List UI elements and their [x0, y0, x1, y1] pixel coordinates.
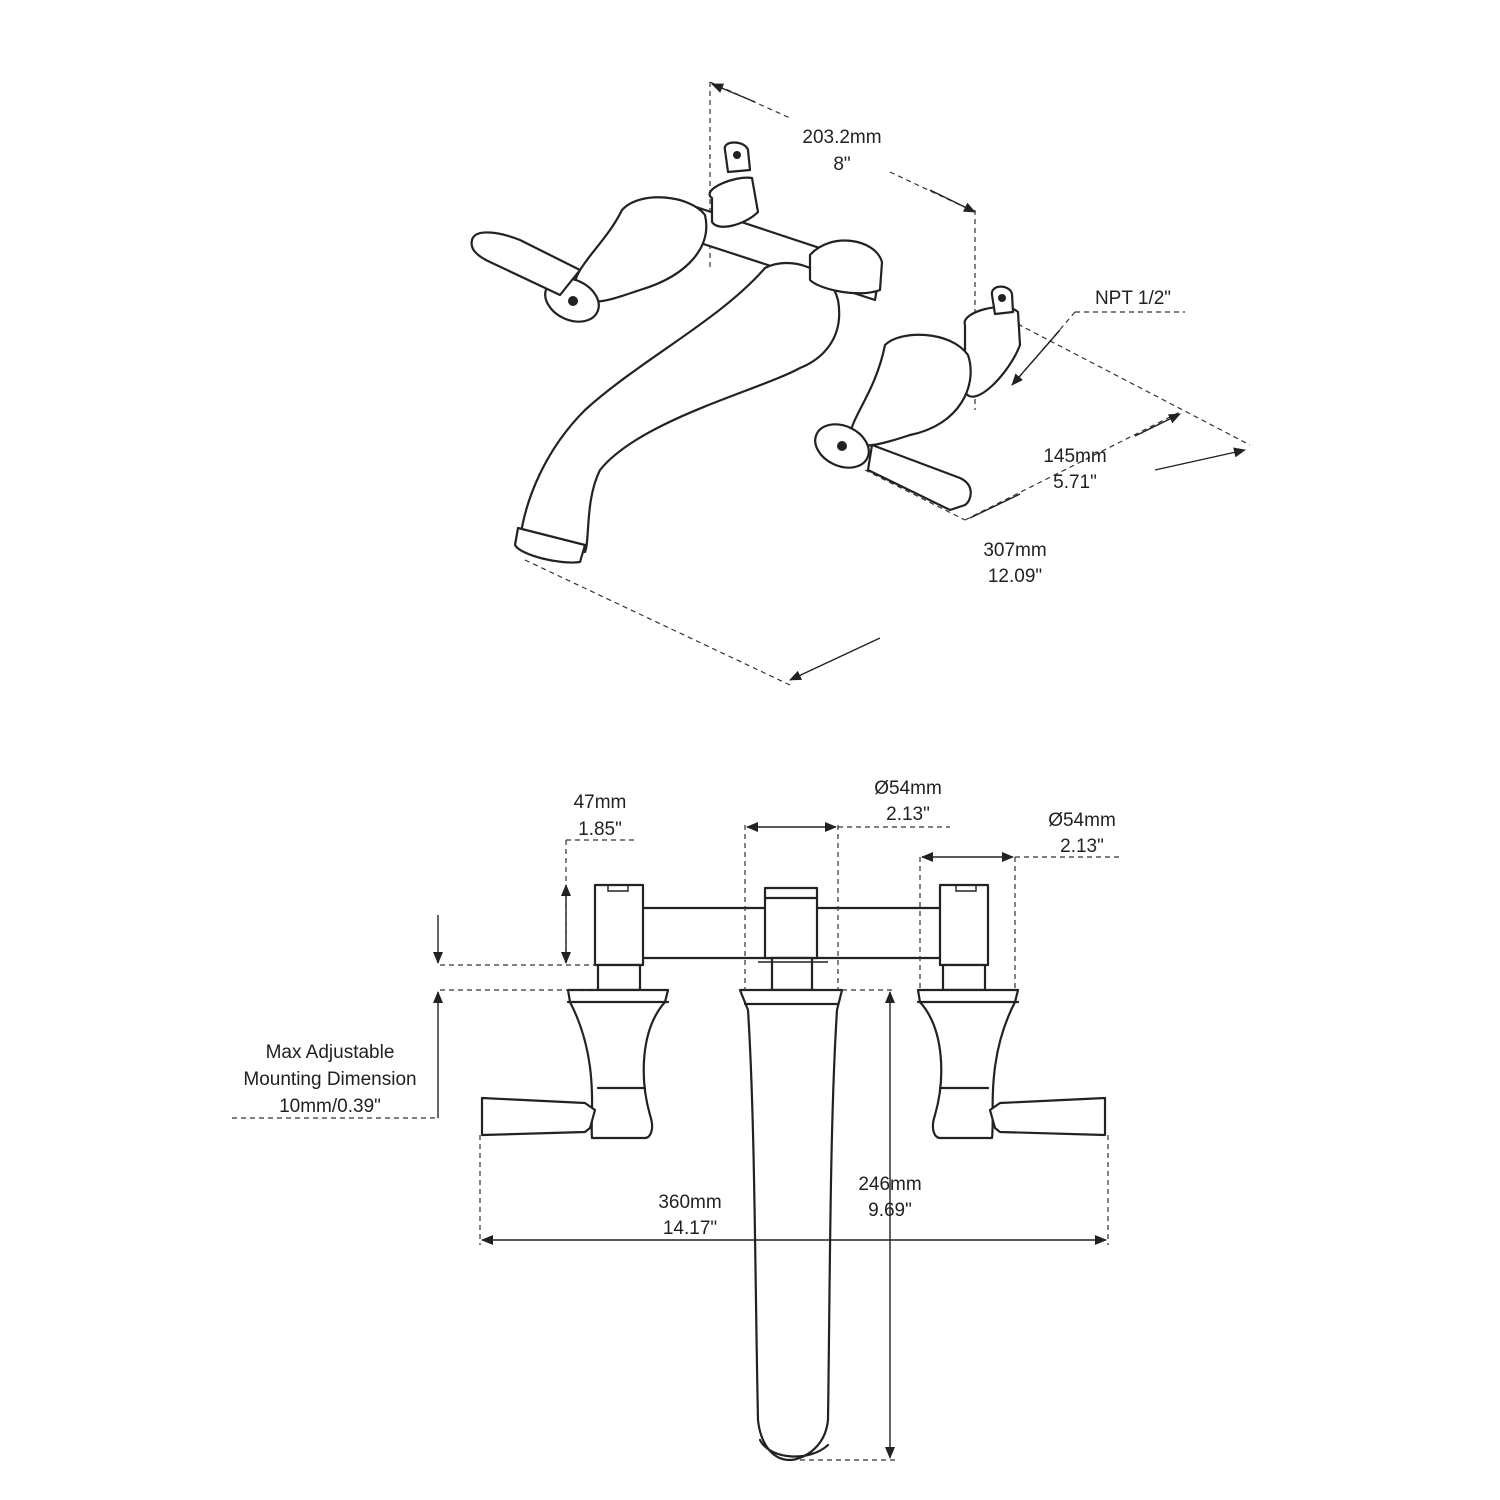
dim-handle-dia-in: 2.13" — [1060, 836, 1104, 857]
dim-spacing-in: 8" — [833, 154, 850, 175]
dim-depth-in: 5.71" — [1053, 472, 1097, 493]
max-adjust-label-2: Mounting Dimension — [243, 1069, 416, 1090]
dim-spout-dia-in: 2.13" — [886, 804, 930, 825]
dim-height-mm: 246mm — [858, 1174, 921, 1195]
dim-reach-in: 12.09" — [988, 566, 1042, 587]
dim-rough-in: 1.85" — [578, 819, 622, 840]
dim-spout-dia-mm: Ø54mm — [874, 778, 942, 799]
isometric-view: 203.2mm 8" NPT 1/2" 145mm 5.71" 307mm 12… — [470, 81, 1251, 686]
dim-reach-mm: 307mm — [983, 540, 1046, 561]
dim-spacing-mm: 203.2mm — [802, 127, 881, 148]
dim-depth-mm: 145mm — [1043, 446, 1106, 467]
dim-width-mm: 360mm — [658, 1192, 721, 1213]
dim-width-in: 14.17" — [663, 1218, 717, 1239]
max-adjust-label-3: 10mm/0.39" — [279, 1096, 381, 1117]
dim-handle-dia-mm: Ø54mm — [1048, 810, 1116, 831]
dim-height-in: 9.69" — [868, 1200, 912, 1221]
dim-rough-mm: 47mm — [574, 792, 627, 813]
thread-label: NPT 1/2" — [1095, 288, 1171, 309]
front-view: 47mm 1.85" Ø54mm 2.13" Ø54mm 2.13" Max A… — [232, 778, 1120, 1462]
max-adjust-label-1: Max Adjustable — [266, 1042, 395, 1063]
